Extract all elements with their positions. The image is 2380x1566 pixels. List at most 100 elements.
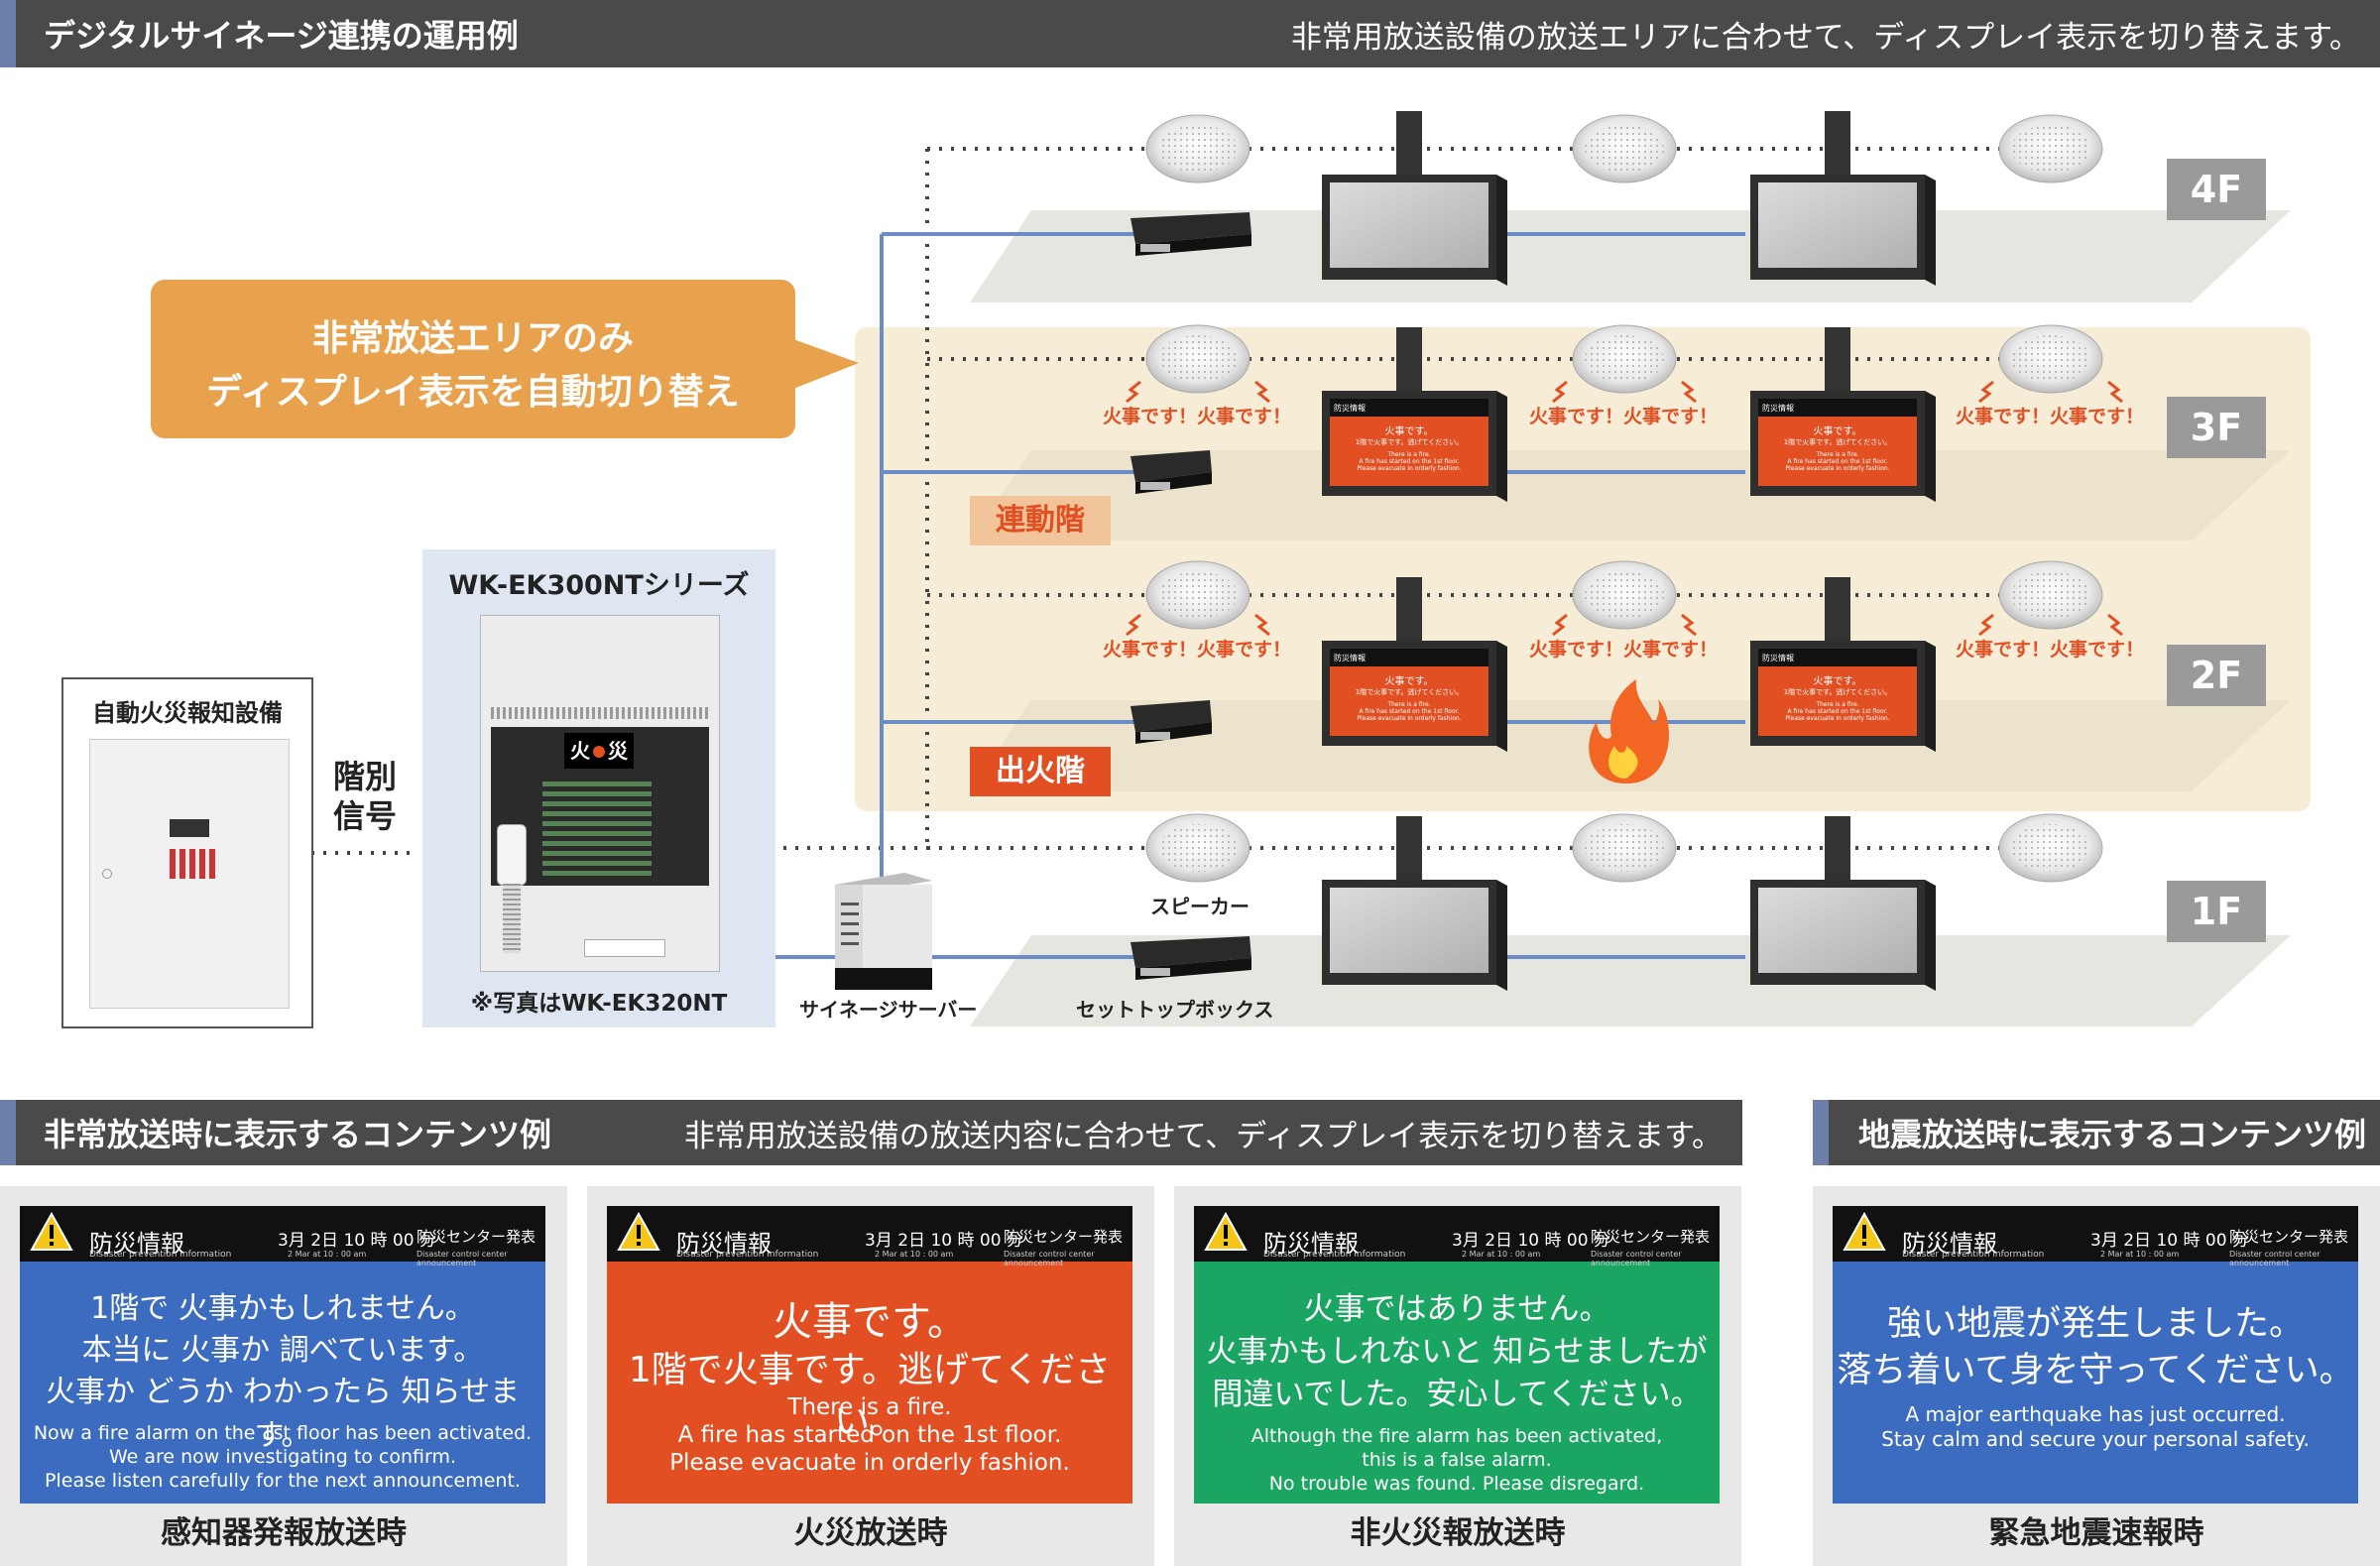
mini-display-line1: 火事です。 <box>1813 676 1862 687</box>
panel-label-fire-2: 災 <box>608 739 628 763</box>
display-3f-right <box>1750 327 1936 502</box>
settop-boxes <box>1130 212 1251 980</box>
floor-badge-4f: 4F <box>2167 159 2266 220</box>
screen-source-en: Disaster control center announcement <box>1004 1250 1095 1267</box>
display-2f-right <box>1750 577 1936 752</box>
screen-message-jp: 火事ではありません。 <box>1303 1291 1610 1327</box>
alert-text-2f-a: 火事です！火事です！ <box>1103 639 1292 661</box>
screen-subtitle: Disaster prevention information <box>1902 1250 2045 1260</box>
floor-badge-1f: 1F <box>2167 881 2266 942</box>
mini-display-line4: A fire has started on the 1st floor. <box>1787 708 1888 715</box>
content-card-caption: 緊急地震速報時 <box>1988 1515 2204 1551</box>
screen-source: 防災センター発表 <box>2229 1228 2349 1246</box>
floor-1f <box>970 935 2291 1026</box>
flame-icon <box>1589 679 1669 783</box>
mini-display-3f-left: 防災情報 火事です。 1階で火事です。逃げてください。 There is a f… <box>1330 399 1488 486</box>
mini-display-title: 防災情報 <box>1334 404 1366 413</box>
warning-icon <box>1843 1212 1886 1251</box>
settop-box-label: セットトップボックス <box>1076 998 1274 1022</box>
warning-icon <box>30 1212 73 1251</box>
screen-message-en: this is a false alarm. <box>1362 1449 1552 1471</box>
building-diagram <box>288 111 2311 1026</box>
mini-display-line2: 1階で火事です。逃げてください。 <box>1783 688 1892 696</box>
fire-alarm-indicator <box>102 869 112 879</box>
screen-title: 防災情報 <box>89 1230 184 1258</box>
signage-server <box>835 873 932 990</box>
mini-display-line5: Please evacuate in orderly fashion. <box>1357 715 1462 722</box>
mini-display-line1: 火事です。 <box>1384 426 1434 437</box>
screen-message-jp: 火事です。 <box>773 1299 967 1345</box>
callout-line1: 非常放送エリアのみ <box>311 318 634 359</box>
mini-display-line1: 火事です。 <box>1384 676 1434 687</box>
screen-message-en: Please evacuate in orderly fashion. <box>669 1450 1070 1476</box>
top-header: デジタルサイネージ連携の運用例 非常用放送設備の放送エリアに合わせて、ディスプレ… <box>0 0 2380 67</box>
screen-message-en: No trouble was found. Please disregard. <box>1268 1473 1645 1495</box>
display-4f-right <box>1750 111 1936 286</box>
screen-message-en: Stay calm and secure your personal safet… <box>1881 1427 2310 1451</box>
section3-title: 地震放送時に表示するコンテンツ例 <box>1858 1116 2367 1153</box>
linked-floor-tag: 連動階 <box>970 496 1111 545</box>
header-accent <box>0 0 16 67</box>
mini-display-line5: Please evacuate in orderly fashion. <box>1785 715 1890 722</box>
panel-label-fire-1: 火 <box>570 739 590 763</box>
amplifier-control-panel: 火災 <box>491 727 709 886</box>
screen-message-jp: 1階で火事です。逃げてください。 <box>628 1350 1112 1442</box>
mini-display-line3: There is a fire. <box>1387 701 1431 708</box>
screen-message-jp: 火事かもしれないと 知らせましたが <box>1206 1334 1708 1370</box>
speakers <box>1145 114 2103 883</box>
amplifier-buttons <box>542 781 652 876</box>
section2-header: 非常放送時に表示するコンテンツ例 非常用放送設備の放送内容に合わせて、ディスプレ… <box>0 1100 1742 1165</box>
display-4f-left <box>1322 111 1507 286</box>
warning-icon <box>1204 1212 1248 1251</box>
alert-waves <box>1126 380 2123 637</box>
screen-message-en: Please listen carefully for the next ann… <box>45 1470 521 1492</box>
microphone <box>497 824 527 886</box>
callout-box: 非常放送エリアのみ ディスプレイ表示を自動切り替え <box>151 280 795 438</box>
screen-message-en: Although the fire alarm has been activat… <box>1250 1425 1663 1447</box>
callout-pointer <box>793 339 859 389</box>
series-photo-note: ※写真はWK-EK320NT <box>470 991 728 1017</box>
screen-source-en: Disaster control center announcement <box>2229 1250 2320 1267</box>
speaker-lines <box>288 147 2033 855</box>
amplifier-vent <box>491 707 709 719</box>
warning-icon <box>617 1212 660 1251</box>
screen-title: 防災情報 <box>1902 1230 1997 1258</box>
screen-source-en: Disaster control center announcement <box>1591 1250 1682 1267</box>
fire-floor-tag: 出火階 <box>970 747 1111 796</box>
section2-description: 非常用放送設備の放送内容に合わせて、ディスプレイ表示を切り替えます。 <box>683 1118 1723 1154</box>
alert-text-3f-b: 火事です！火事です！ <box>1529 406 1719 427</box>
alert-text-2f-b: 火事です！火事です！ <box>1529 639 1719 661</box>
top-header-title: デジタルサイネージ連携の運用例 <box>44 17 519 55</box>
screen-message-jp: 1階で 火事かもしれません。 <box>90 1291 475 1326</box>
section3-header: 地震放送時に表示するコンテンツ例 <box>1813 1100 2380 1165</box>
screen-date-en: 2 Mar at 10 : 00 am <box>875 1250 954 1259</box>
screen-subtitle: Disaster prevention information <box>1263 1250 1406 1260</box>
screen-message-en: There is a fire. <box>787 1394 952 1420</box>
screen-date: 3月 2日 10 時 00 分 <box>1452 1231 1610 1251</box>
mini-display-line2: 1階で火事です。逃げてください。 <box>1355 688 1464 696</box>
speaker-label: スピーカー <box>1150 895 1250 918</box>
screen-message-en: Now a fire alarm on the 1st floor has be… <box>33 1422 533 1444</box>
floor-badge-3f: 3F <box>2167 397 2266 458</box>
section3-accent <box>1813 1100 1829 1165</box>
microphone-cord <box>503 884 521 953</box>
series-panel: WK-EK300NTシリーズ 火災 ※写真はWK-EK320NT <box>422 549 775 1027</box>
signal-label-line2: 信号 <box>333 797 398 835</box>
content-card-caption: 火災放送時 <box>793 1515 948 1551</box>
alert-text-2f-c: 火事です！火事です！ <box>1956 639 2145 661</box>
screen-source: 防災センター発表 <box>1004 1228 1124 1246</box>
fire-label-box: 火災 <box>564 733 634 769</box>
mini-display-line4: A fire has started on the 1st floor. <box>1359 708 1460 715</box>
screen-message-jp: 間違いでした。安心してください。 <box>1212 1377 1702 1412</box>
displays-off <box>1322 111 1936 991</box>
floor-3f <box>970 450 2291 541</box>
